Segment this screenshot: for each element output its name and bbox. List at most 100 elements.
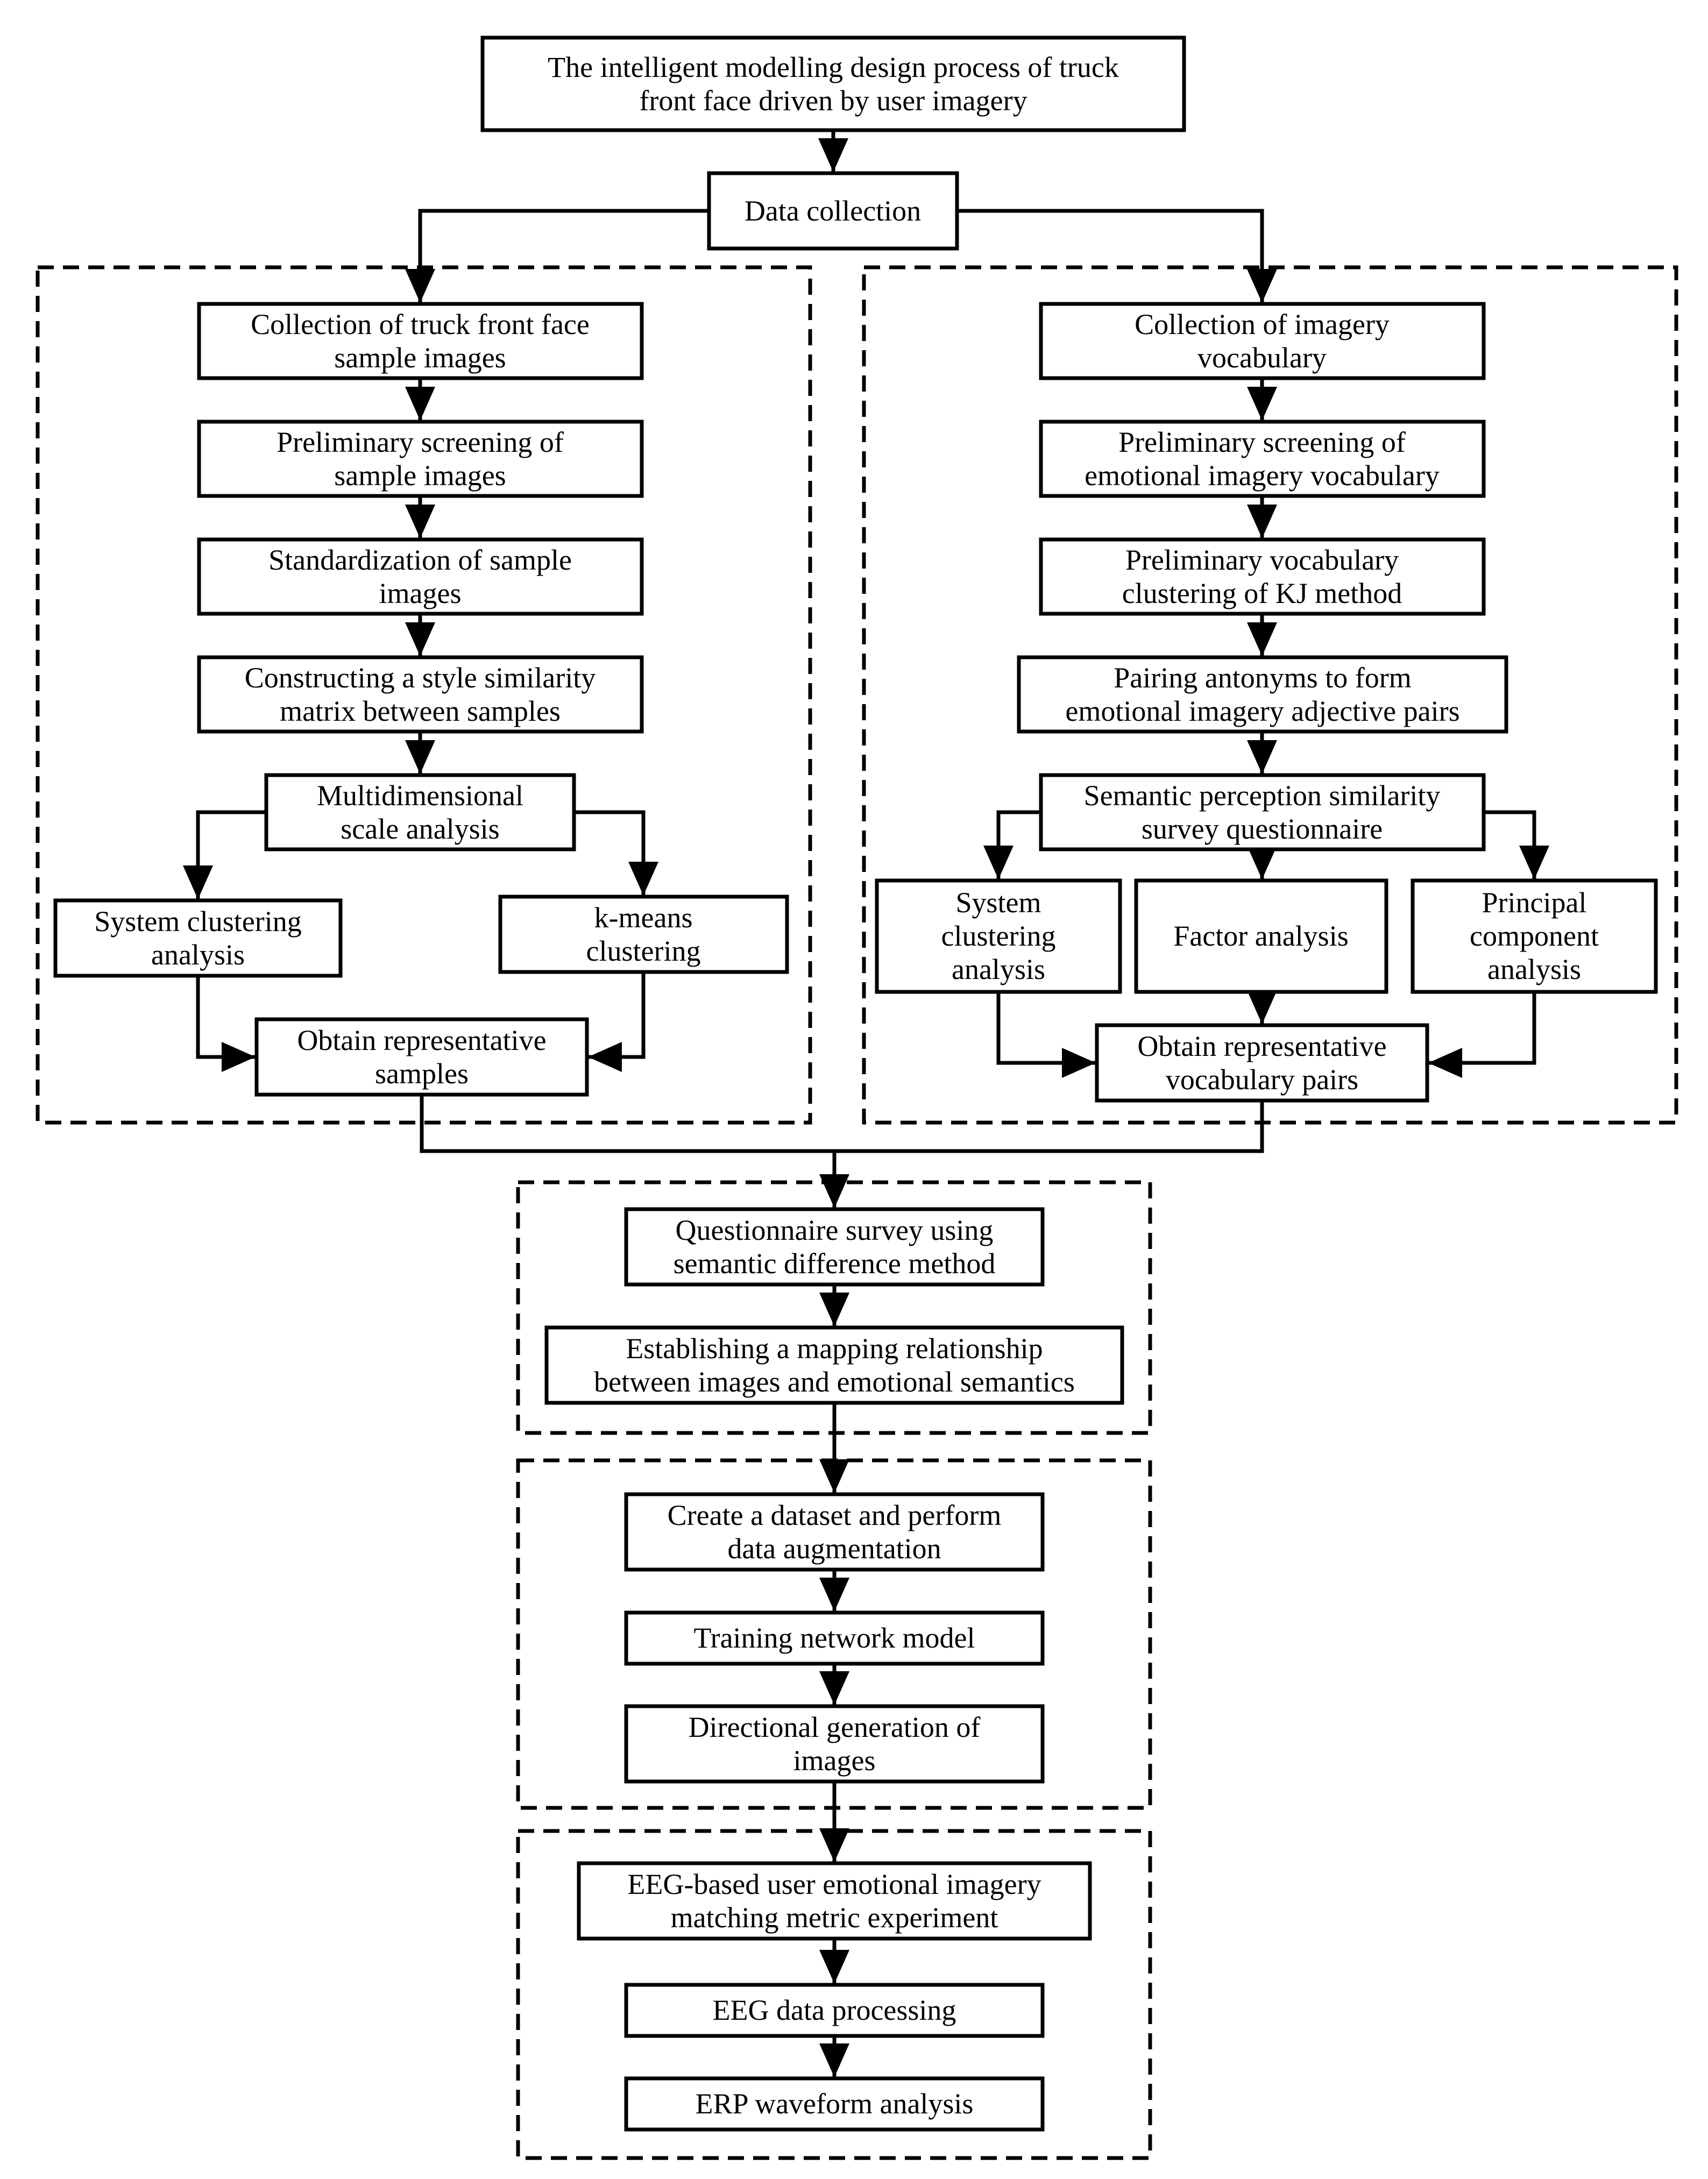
label-line: Factor analysis [1173,920,1348,952]
label-line: emotional imagery adjective pairs [1065,695,1459,727]
arrow-data-collection-to-samples [405,209,709,303]
arrow-data-collection-to-vocabulary [957,209,1277,303]
title-box [480,36,1186,132]
title-label: The intelligent modelling design process… [548,51,1119,117]
pca-box [1411,878,1658,994]
process-boxes [53,36,1658,2132]
sample-processing-group [36,265,812,1125]
arrow-mds-to-kmeans [574,810,658,896]
arrow-survey-to-pca [1484,810,1549,879]
box-labels: The intelligent modelling design process… [94,51,1599,2120]
label-line: front face driven by user imagery [639,84,1027,117]
factor-analysis-box [1134,878,1388,994]
label-line: Questionnaire survey using [676,1214,994,1246]
label-line: data augmentation [727,1532,941,1565]
similarity-survey-box [1039,773,1486,851]
label-line: Preliminary screening of [277,426,564,458]
label-line: Data collection [745,195,921,227]
screen-vocabulary-box [1039,420,1486,498]
label-line: Training network model [694,1622,975,1654]
label-line: analysis [1487,953,1581,985]
label-line: survey questionnaire [1142,813,1383,845]
collect-vocabulary-box [1039,302,1486,380]
label-line: Establishing a mapping relationship [626,1332,1043,1365]
kmeans-box [498,895,789,974]
label-line: System [955,886,1041,919]
dataset-augmentation-box [624,1492,1045,1572]
eeg-experiment-box [577,1861,1092,1941]
label-line: k-means [594,902,693,934]
label-line: ERP waveform analysis [696,2088,974,2120]
label-line: Obtain representative [1137,1030,1386,1062]
screen-samples-box [197,420,644,498]
label-line: Multidimensional [317,779,523,812]
label-line: EEG-based user emotional imagery [627,1868,1041,1900]
label-line: Preliminary screening of [1118,426,1406,458]
standardize-samples-box [197,537,644,616]
mapping-relationship-box [544,1325,1124,1405]
training-model-box [624,1610,1045,1666]
label-line: Collection of truck front face [251,308,590,340]
label-line: vocabulary [1197,342,1327,374]
erp-analysis-label: ERP waveform analysis [696,2088,974,2120]
eeg-processing-box [624,1983,1045,2038]
label-line: Create a dataset and perform [668,1499,1002,1531]
label-line: Constructing a style similarity [245,662,596,694]
kj-clustering-box [1039,537,1486,616]
label-line: vocabulary pairs [1166,1063,1358,1096]
label-line: analysis [151,939,245,971]
label-line: samples [375,1057,469,1090]
collect-samples-box [197,302,644,380]
similarity-matrix-box [197,655,644,734]
label-line: sample images [334,342,506,374]
vocabulary-processing-group [862,265,1678,1125]
label-line: analysis [952,953,1045,985]
label-line: images [379,577,462,609]
label-line: matrix between samples [280,695,561,727]
label-line: component [1470,920,1599,952]
directional-generation-box [624,1704,1045,1784]
label-line: Collection of imagery [1135,308,1390,340]
arrow-pca-to-obtain-vocab [1428,992,1536,1078]
label-line: matching metric experiment [671,1901,998,1934]
label-line: between images and emotional semantics [594,1366,1075,1398]
label-line: EEG data processing [713,1994,956,2026]
arrow-system-clustering-to-obtain [196,976,256,1072]
label-line: Pairing antonyms to form [1114,662,1411,694]
label-line: Obtain representative [297,1024,546,1056]
antonym-pairs-box [1017,655,1508,734]
representative-vocab-box [1095,1023,1429,1103]
factor-analysis-label: Factor analysis [1173,920,1348,952]
label-line: System clustering [94,905,301,938]
label-line: clustering [941,920,1056,952]
label-line: clustering of KJ method [1122,577,1402,609]
sample-system-clustering-box [53,898,343,978]
label-line: Standardization of sample [268,544,572,576]
label-line: Principal [1482,886,1587,919]
semantic-difference-survey-box [624,1207,1045,1287]
label-line: Directional generation of [689,1711,981,1743]
label-line: scale analysis [341,813,499,845]
arrow-system-clustering-to-obtain-vocab [996,992,1096,1078]
eeg-processing-label: EEG data processing [713,1994,956,2026]
arrow-kmeans-to-obtain [588,972,646,1072]
merge-line [420,1095,1264,1153]
